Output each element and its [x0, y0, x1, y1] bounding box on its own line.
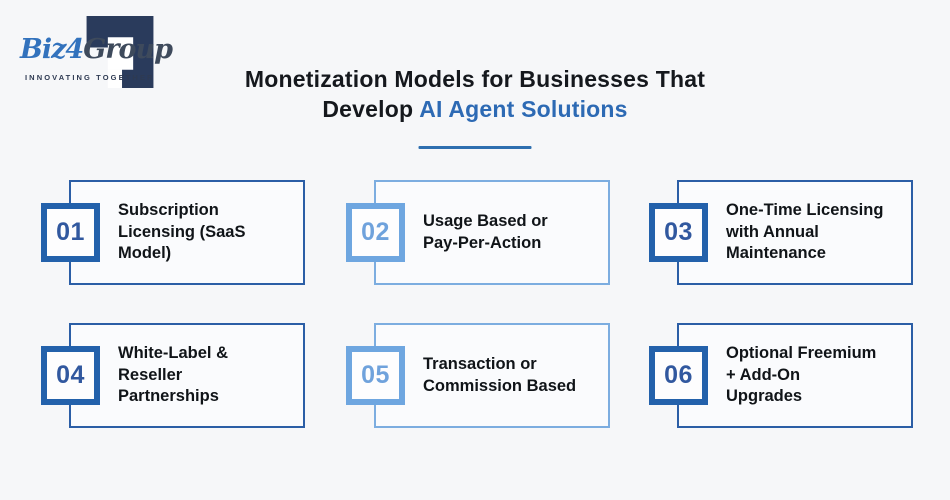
page-title-line1: Monetization Models for Businesses That — [244, 66, 706, 92]
card-outline: Transaction or Commission Based — [374, 323, 610, 428]
logo-mark-icon — [86, 16, 154, 88]
card-outline: Optional Freemium + Add-On Upgrades — [677, 323, 913, 428]
title-underline-decoration — [418, 146, 532, 149]
card-number-badge: 02 — [346, 203, 405, 262]
model-card-04: White-Label & Reseller Partnerships 04 — [40, 323, 310, 428]
brand-wordmark: Biz4Group — [20, 34, 173, 65]
brand-wordmark-dark: Group — [83, 34, 173, 65]
brand-wordmark-blue: Biz4 — [20, 34, 84, 65]
card-number-badge: 01 — [41, 203, 100, 262]
page-title-line2-prefix: Develop — [322, 96, 414, 122]
card-outline: Usage Based or Pay-Per-Action — [374, 180, 610, 285]
card-label: Optional Freemium + Add-On Upgrades — [726, 343, 877, 406]
card-label: White-Label & Reseller Partnerships — [118, 343, 228, 406]
card-number-badge: 04 — [41, 346, 100, 405]
model-card-05: Transaction or Commission Based 05 — [345, 323, 615, 428]
card-label: Subscription Licensing (SaaS Model) — [118, 200, 246, 263]
page-title: Monetization Models for Businesses That … — [0, 64, 950, 124]
card-outline: White-Label & Reseller Partnerships — [69, 323, 305, 428]
brand-logo: Biz4Group INNOVATING TOGETHER — [18, 10, 173, 98]
card-number-badge: 06 — [649, 346, 708, 405]
model-card-02: Usage Based or Pay-Per-Action 02 — [345, 180, 615, 285]
page-title-highlight: AI Agent Solutions — [419, 96, 628, 122]
brand-tagline: INNOVATING TOGETHER — [25, 73, 155, 82]
card-label: Transaction or Commission Based — [423, 354, 577, 395]
card-outline: One-Time Licensing with Annual Maintenan… — [677, 180, 913, 285]
card-number-badge: 03 — [649, 203, 708, 262]
model-card-03: One-Time Licensing with Annual Maintenan… — [648, 180, 918, 285]
model-card-01: Subscription Licensing (SaaS Model) 01 — [40, 180, 310, 285]
card-label: Usage Based or Pay-Per-Action — [423, 211, 548, 252]
card-number-badge: 05 — [346, 346, 405, 405]
model-card-06: Optional Freemium + Add-On Upgrades 06 — [648, 323, 918, 428]
card-label: One-Time Licensing with Annual Maintenan… — [726, 200, 884, 263]
card-outline: Subscription Licensing (SaaS Model) — [69, 180, 305, 285]
